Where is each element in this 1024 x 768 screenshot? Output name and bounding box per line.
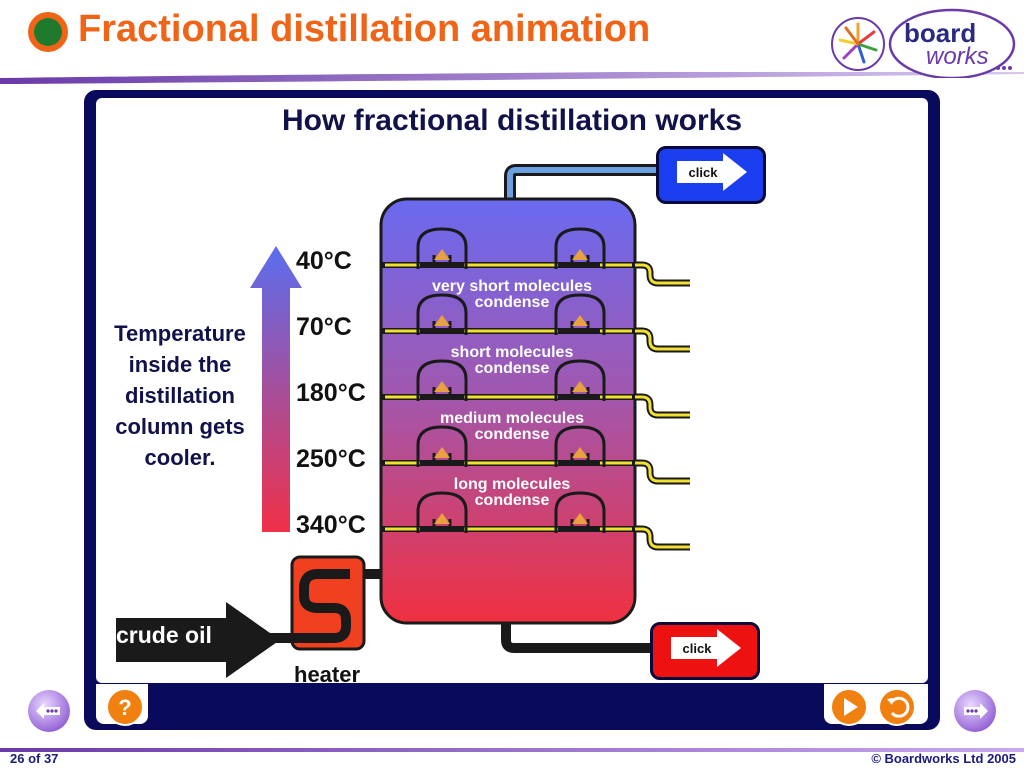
riser xyxy=(432,519,452,531)
vapour-arrow xyxy=(572,513,588,524)
riser xyxy=(432,321,452,333)
bubble-cap xyxy=(416,227,468,269)
svg-text:?: ? xyxy=(118,695,131,720)
draw-off-pipe xyxy=(635,393,690,419)
svg-text:board: board xyxy=(904,18,976,48)
fraction-label: medium molecules xyxy=(440,410,584,427)
click-top-button[interactable]: click xyxy=(656,146,766,204)
vapour-arrow xyxy=(434,447,450,458)
footer-divider xyxy=(0,748,1024,752)
riser xyxy=(570,387,590,399)
page-title: Fractional distillation animation xyxy=(78,8,651,50)
temperature-label: 250°C xyxy=(296,445,366,473)
next-slide-button[interactable] xyxy=(954,690,996,732)
play-icon xyxy=(844,698,858,716)
svg-text:click: click xyxy=(689,165,719,180)
fraction-label: short molecules xyxy=(451,344,574,361)
help-button[interactable]: ? xyxy=(106,688,144,726)
bubble-cap xyxy=(416,359,468,401)
temperature-label: 180°C xyxy=(296,379,366,407)
vapour-arrow xyxy=(572,249,588,260)
prev-slide-icon xyxy=(36,703,60,719)
fraction-condense-label: condense xyxy=(475,492,550,509)
riser xyxy=(570,453,590,465)
next-slide-icon xyxy=(964,703,988,719)
draw-off-pipe xyxy=(635,327,690,353)
riser xyxy=(570,255,590,267)
crude-oil-label: crude oil xyxy=(116,622,212,648)
vapour-arrow xyxy=(572,447,588,458)
right-arrow-icon: click xyxy=(677,153,747,191)
boardworks-logo: board works xyxy=(831,8,1016,78)
fraction-condense-label: condense xyxy=(475,426,550,443)
help-icon: ? xyxy=(118,695,131,720)
header-divider xyxy=(0,72,1024,84)
replay-icon xyxy=(887,696,910,718)
bubble-cap xyxy=(554,359,606,401)
temperature-note: Temperature inside the distillation colu… xyxy=(114,321,246,470)
draw-off-pipe xyxy=(635,459,690,485)
bubble-cap xyxy=(416,293,468,335)
vapour-arrow xyxy=(434,249,450,260)
page-counter: 26 of 37 xyxy=(10,751,59,766)
play-button[interactable] xyxy=(830,688,868,726)
draw-off-pipe xyxy=(635,525,690,551)
diagram-title: How fractional distillation works xyxy=(281,104,743,137)
fraction-condense-label: condense xyxy=(475,360,550,377)
riser xyxy=(432,255,452,267)
bubble-cap xyxy=(554,293,606,335)
draw-off-pipe xyxy=(635,261,690,287)
riser xyxy=(570,519,590,531)
replay-button[interactable] xyxy=(878,688,916,726)
temperature-label: 340°C xyxy=(296,511,366,539)
right-arrow-icon: click xyxy=(671,629,741,667)
vapour-arrow xyxy=(434,513,450,524)
prev-slide-button[interactable] xyxy=(28,690,70,732)
riser xyxy=(432,387,452,399)
fraction-label: long molecules xyxy=(454,476,571,493)
vapour-arrow xyxy=(434,315,450,326)
riser xyxy=(570,321,590,333)
crude-oil-arrow xyxy=(116,602,280,678)
heater-label: heater xyxy=(294,662,361,687)
bubble-cap xyxy=(554,491,606,533)
riser xyxy=(432,453,452,465)
temperature-label: 70°C xyxy=(296,313,352,341)
bubble-cap xyxy=(416,425,468,467)
click-bottom-button[interactable]: click xyxy=(650,622,760,680)
boardworks-chemistry-icon xyxy=(28,12,68,52)
vapour-arrow xyxy=(434,381,450,392)
bubble-cap xyxy=(554,425,606,467)
svg-text:click: click xyxy=(683,641,713,656)
vapour-arrow xyxy=(572,381,588,392)
bubble-cap xyxy=(416,491,468,533)
fraction-label: very short molecules xyxy=(432,278,592,295)
bubble-cap xyxy=(554,227,606,269)
fraction-condense-label: condense xyxy=(475,294,550,311)
copyright-notice: © Boardworks Ltd 2005 xyxy=(871,751,1016,766)
temperature-gradient-arrow xyxy=(250,246,302,532)
svg-text:works: works xyxy=(926,43,989,70)
vapour-arrow xyxy=(572,315,588,326)
temperature-label: 40°C xyxy=(296,247,352,275)
